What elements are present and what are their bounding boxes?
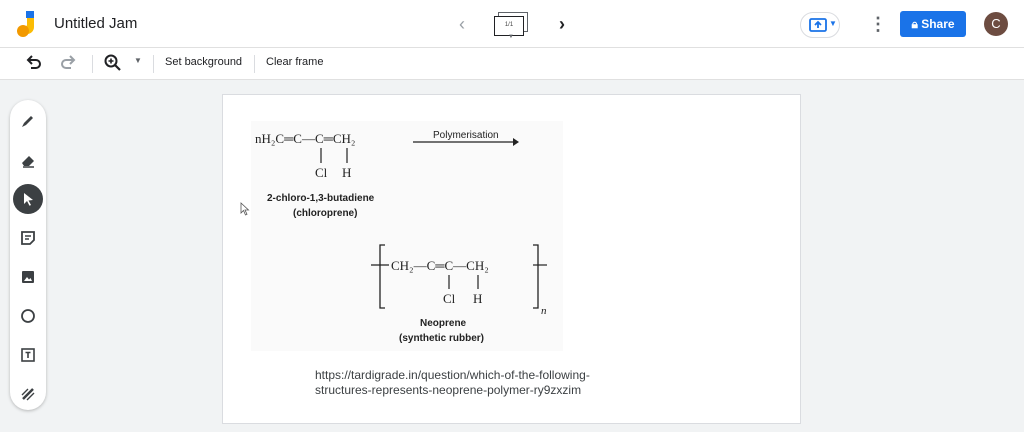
present-icon: [809, 18, 827, 32]
frame-counter: 1/1: [494, 16, 524, 36]
image-tool[interactable]: [13, 262, 43, 292]
text-box-tool[interactable]: [13, 340, 43, 370]
select-tool[interactable]: [13, 184, 43, 214]
top-bar: Untitled Jam ‹ 1/1 ▼ › ▼ ⋮ 🔒︎ Share C: [0, 0, 1024, 48]
frame-bar-button[interactable]: 1/1: [494, 12, 528, 36]
product-cl: Cl: [443, 291, 456, 306]
laser-icon: [21, 388, 35, 401]
toolbar-divider: [254, 55, 255, 73]
toolbar: ▼ Set background Clear frame: [0, 48, 1024, 80]
product-h: H: [473, 291, 482, 306]
text-box-icon: [21, 348, 35, 362]
circle-icon: [21, 309, 35, 323]
frame-caret-icon: ▼: [508, 34, 514, 40]
reactant-common-name: (chloroprene): [293, 208, 357, 219]
set-background-button[interactable]: Set background: [165, 56, 243, 68]
shape-tool[interactable]: [13, 301, 43, 331]
jamboard-logo-icon[interactable]: [16, 9, 40, 39]
sticky-note-tool[interactable]: [13, 223, 43, 253]
product-name: Neoprene: [420, 318, 467, 329]
source-url-text[interactable]: https://tardigrade.in/question/which-of-…: [315, 368, 645, 398]
product-subscript-n: n: [541, 305, 547, 317]
left-bracket: [379, 244, 385, 309]
source-url-line-1: https://tardigrade.in/question/which-of-…: [315, 368, 590, 382]
reactant-name: 2-chloro-1,3-butadiene: [267, 193, 375, 204]
laser-tool[interactable]: [13, 379, 43, 409]
chemistry-image: nH₂C═C—C═CH₂ Cl H Polymerisation 2-chlor…: [251, 121, 563, 351]
pen-tool[interactable]: [13, 106, 43, 136]
zoom-caret-icon[interactable]: ▼: [134, 56, 142, 65]
undo-icon[interactable]: [22, 52, 44, 74]
share-button[interactable]: 🔒︎ Share: [900, 11, 966, 37]
reactant-formula: nH₂C═C—C═CH₂: [255, 131, 355, 146]
pen-icon: [22, 116, 33, 127]
lock-icon: 🔒︎: [911, 17, 918, 31]
select-icon: [24, 193, 33, 206]
arrow-label: Polymerisation: [433, 130, 499, 141]
reactant-h: H: [342, 165, 351, 180]
product-formula: CH₂—C═C—CH₂: [391, 258, 489, 273]
zoom-icon[interactable]: [102, 52, 124, 74]
avatar[interactable]: C: [984, 12, 1008, 36]
share-button-label: Share: [921, 17, 955, 31]
present-caret-icon: ▼: [829, 19, 837, 28]
more-options-icon[interactable]: ⋮: [869, 14, 887, 34]
eraser-tool[interactable]: [13, 145, 43, 175]
clear-frame-button[interactable]: Clear frame: [266, 56, 324, 68]
product-common-name: (synthetic rubber): [399, 333, 484, 344]
mouse-cursor-icon: [240, 202, 250, 216]
present-button[interactable]: ▼: [800, 12, 840, 38]
document-title[interactable]: Untitled Jam: [54, 15, 138, 32]
eraser-icon: [22, 156, 34, 168]
reactant-cl: Cl: [315, 165, 328, 180]
tool-sidebar: [10, 100, 46, 410]
toolbar-divider: [92, 55, 93, 73]
reaction-arrow-head: [513, 138, 519, 146]
sticky-note-icon: [21, 231, 35, 245]
jam-frame-canvas[interactable]: nH₂C═C—C═CH₂ Cl H Polymerisation 2-chlor…: [222, 94, 801, 424]
redo-icon[interactable]: [58, 52, 80, 74]
image-icon: [22, 271, 34, 283]
toolbar-divider: [153, 55, 154, 73]
right-bracket: [533, 244, 539, 309]
previous-frame-button[interactable]: ‹: [459, 14, 465, 34]
source-url-line-2: structures-represents-neoprene-polymer-r…: [315, 383, 582, 397]
next-frame-button[interactable]: ›: [559, 14, 565, 34]
